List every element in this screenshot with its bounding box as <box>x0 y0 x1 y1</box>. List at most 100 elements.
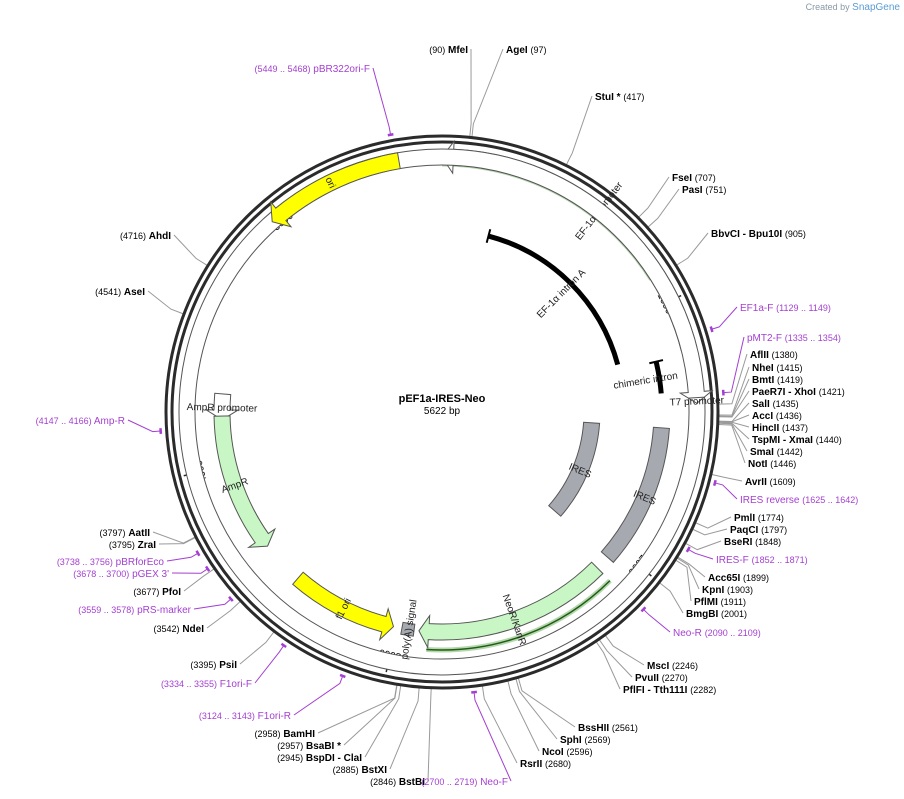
enzyme-asei: (4541) AseI <box>95 287 145 298</box>
enzyme-name: ZraI <box>138 540 157 551</box>
primer-ef1a-f: EF1a-F (1129 .. 1149) <box>740 303 831 314</box>
enzyme-label: (4541) AseI <box>95 287 145 298</box>
enzyme-kpni: KpnI (1903) <box>702 585 753 596</box>
site-line <box>647 188 680 228</box>
enzyme-label: (3677) PfoI <box>133 587 181 598</box>
feature-ires <box>548 421 601 517</box>
primer-mark <box>195 550 201 557</box>
enzyme-name: AatII <box>128 528 150 539</box>
snapgene-brand: SnapGene <box>852 2 900 13</box>
primer-mark <box>204 565 211 572</box>
primer-mark <box>280 642 287 649</box>
site-line <box>566 95 593 165</box>
primer-mark <box>709 326 714 333</box>
enzyme-label: BbvCI - Bpu10I (905) <box>711 229 806 240</box>
enzyme-acci: AccI (1436) <box>752 411 802 422</box>
enzyme-bsshii: BssHII (2561) <box>578 723 638 734</box>
primer-label: Neo-R (2090 .. 2109) <box>673 628 761 639</box>
enzyme-bspdi-clai: (2945) BspDI - ClaI <box>277 753 362 764</box>
feature-ampr-promoter <box>204 392 240 421</box>
enzyme-name: SphI <box>560 735 582 746</box>
site-line <box>481 685 518 764</box>
primer-label: (2700 .. 2719) Neo-F <box>421 777 508 788</box>
enzyme-position: (1415) <box>776 363 802 373</box>
primer-neo-r: Neo-R (2090 .. 2109) <box>673 628 761 639</box>
primer-line <box>723 336 745 394</box>
enzyme-name: AseI <box>124 287 145 298</box>
primer-line <box>643 608 671 633</box>
enzyme-name: HincII <box>752 423 779 434</box>
primer-name: F1ori-F <box>220 679 252 690</box>
credit-text: Created by <box>805 2 850 12</box>
primer-label: (5449 .. 5468) pBR322ori-F <box>254 64 370 75</box>
enzyme-name: BstBI <box>399 777 425 788</box>
primer-f1ori-f: (3334 .. 3355) F1ori-F <box>161 679 252 690</box>
enzyme-label: (2945) BspDI - ClaI <box>277 753 362 764</box>
primer-line <box>254 645 285 684</box>
enzyme-name: BssHII <box>578 723 609 734</box>
enzyme-name: StuI * <box>595 92 621 103</box>
site-line <box>158 537 196 545</box>
plasmid-name: pEF1a-IRES-Neo <box>399 393 486 405</box>
enzyme-aatii: (3797) AatII <box>100 528 151 539</box>
enzyme-sphi: SphI (2569) <box>560 735 610 746</box>
site-line <box>517 678 576 728</box>
primer-label: (4147 .. 4166) Amp-R <box>36 416 125 427</box>
primer-label: EF1a-F (1129 .. 1149) <box>740 303 831 314</box>
enzyme-label: (90) MfeI <box>429 45 468 56</box>
enzyme-name: FseI <box>672 173 692 184</box>
enzyme-position: (1848) <box>755 537 781 547</box>
enzyme-name: BspDI - ClaI <box>306 753 362 764</box>
enzyme-label: (2957) BsaBI * <box>277 741 341 752</box>
primer-name: EF1a-F <box>740 303 773 314</box>
primer-range: (3124 .. 3143) <box>199 711 255 721</box>
enzyme-label: NotI (1446) <box>748 459 796 470</box>
enzyme-position: (2945) <box>277 753 303 763</box>
site-line <box>206 601 241 629</box>
enzyme-label: PmlI (1774) <box>734 513 784 524</box>
enzyme-name: KpnI <box>702 585 724 596</box>
site-line <box>469 48 472 137</box>
enzyme-position: (4541) <box>95 287 121 297</box>
site-line <box>718 353 748 405</box>
credit-label: Created by SnapGene <box>806 2 900 13</box>
backbone-outer-ring <box>164 134 720 690</box>
enzyme-noti: NotI (1446) <box>748 459 796 470</box>
site-line <box>152 531 196 544</box>
primer-neo-f: (2700 .. 2719) Neo-F <box>421 777 508 788</box>
feature-ef-1-intron-a <box>487 233 621 366</box>
primer-name: IRES reverse <box>740 495 800 506</box>
enzyme-bstxi: (2885) BstXI <box>333 765 388 776</box>
primer-range: (3334 .. 3355) <box>161 679 217 689</box>
enzyme-name: RsrII <box>520 759 542 770</box>
enzyme-position: (1899) <box>743 573 769 583</box>
primer-mark <box>387 132 394 137</box>
site-line <box>507 680 540 752</box>
enzyme-bsabi: (2957) BsaBI * <box>277 741 341 752</box>
site-line <box>638 176 670 218</box>
primer-name: F1ori-R <box>258 711 291 722</box>
enzyme-acc65i: Acc65I (1899) <box>708 573 769 584</box>
enzyme-name: SalI <box>752 399 770 410</box>
enzyme-position: (1437) <box>782 423 808 433</box>
site-line <box>676 232 709 266</box>
enzyme-msci: MscI (2246) <box>647 661 698 672</box>
enzyme-label: PflMI (1911) <box>694 597 746 608</box>
enzyme-position: (1419) <box>777 375 803 385</box>
site-line <box>695 516 732 529</box>
enzyme-label: (3542) NdeI <box>154 624 205 635</box>
enzyme-position: (1442) <box>777 447 803 457</box>
primer-line <box>293 675 344 716</box>
enzyme-name: PasI <box>682 185 703 196</box>
enzyme-label: KpnI (1903) <box>702 585 753 596</box>
feature-chimeric-intron-label: chimeric intron <box>613 371 679 392</box>
primer-pbr322ori-f: (5449 .. 5468) pBR322ori-F <box>254 64 370 75</box>
enzyme-label: PaqCI (1797) <box>730 525 787 536</box>
enzyme-name: AccI <box>752 411 773 422</box>
enzyme-position: (1903) <box>727 585 753 595</box>
enzyme-position: (417) <box>623 92 644 102</box>
primer-range: (5449 .. 5468) <box>254 64 310 74</box>
enzyme-position: (3797) <box>100 528 126 538</box>
site-line <box>147 290 184 315</box>
